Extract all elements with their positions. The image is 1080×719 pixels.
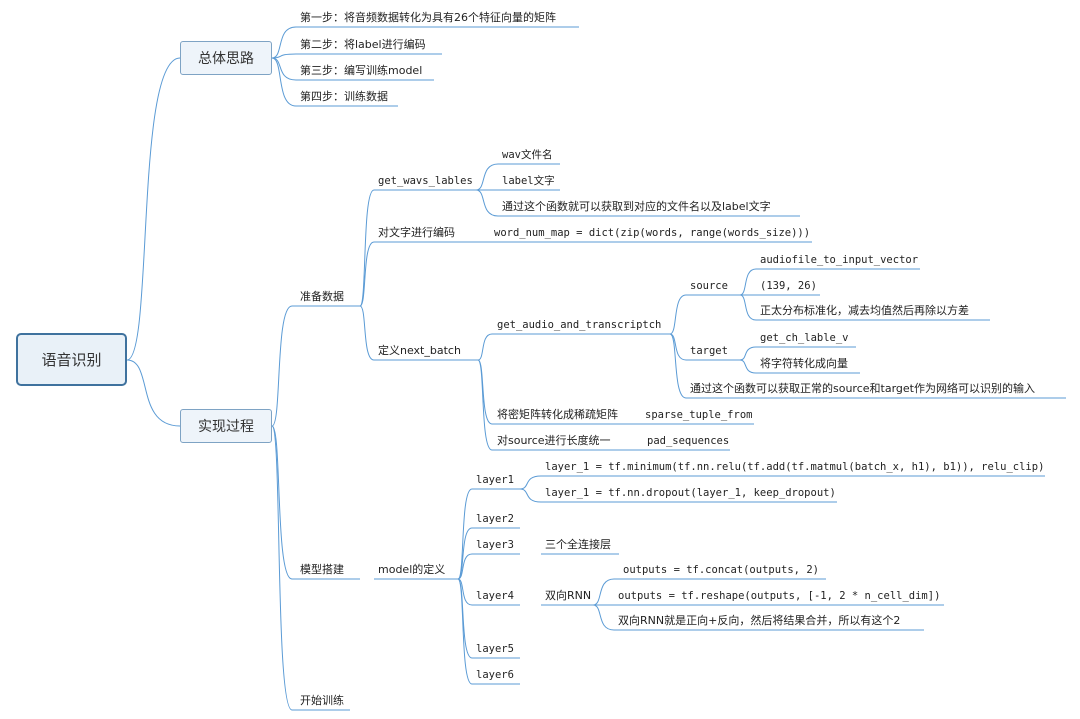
leaf-layer1-dropout[interactable]: layer_1 = tf.nn.dropout(layer_1, keep_dr… [545,487,836,499]
node-encode-text[interactable]: 对文字进行编码 [378,226,455,239]
node-layer3[interactable]: layer3 [476,539,514,551]
step1-edge [271,26,297,59]
leaf-get-ch-lable[interactable]: get_ch_lable_v [760,332,849,344]
node-layer4[interactable]: layer4 [476,590,514,602]
leaf-outputs-reshape[interactable]: outputs = tf.reshape(outputs, [-1, 2 * n… [618,590,941,602]
step-4[interactable]: 第四步：训练数据 [300,90,388,103]
leaf-char-to-vector[interactable]: 将字符转化成向量 [760,357,848,370]
getaudio-edge [477,333,493,361]
char2vec-edge [739,359,757,374]
leaf-wav-filename[interactable]: wav文件名 [502,149,553,161]
node-get-wavs-lables[interactable]: get_wavs_lables [378,175,473,187]
leaf-get-wavs-note[interactable]: 通过这个函数就可以获取到对应的文件名以及label文字 [502,200,771,213]
node-bidirectional-rnn[interactable]: 双向RNN [545,589,592,602]
leaf-audiofile-vector[interactable]: audiofile_to_input_vector [760,254,919,266]
edge-root-overview [126,57,181,361]
leaf-layer1-relu[interactable]: layer_1 = tf.minimum(tf.nn.relu(tf.add(t… [545,461,1045,473]
layer1-edge [457,488,473,580]
encode-edge [359,241,375,307]
rnnnote-edge [592,604,615,631]
prepare-edge [271,305,293,427]
root-topic[interactable]: 语音识别 [16,333,127,386]
node-layer5[interactable]: layer5 [476,643,514,655]
getwavs-edge [359,189,375,307]
leaf-outputs-concat[interactable]: outputs = tf.concat(outputs, 2) [623,564,819,576]
concat-edge [592,578,615,606]
leaf-pad-sequences[interactable]: pad_sequences [647,435,730,447]
node-next-batch[interactable]: 定义next_batch [378,344,461,357]
l1drop-edge [519,488,542,503]
node-model-def[interactable]: model的定义 [378,563,446,576]
node-layer2[interactable]: layer2 [476,513,514,525]
leaf-normalize-note[interactable]: 正太分布标准化，减去均值然后再除以方差 [760,304,969,317]
sparse-edge [477,359,493,425]
getch-edge [739,346,757,361]
audiofile-edge [739,268,757,296]
node-layer6[interactable]: layer6 [476,669,514,681]
node-model-build[interactable]: 模型搭建 [300,563,344,576]
gwnote-edge [475,189,499,217]
node-start-training[interactable]: 开始训练 [300,694,344,707]
node-pad[interactable]: 对source进行长度统一 [497,434,611,447]
step-3[interactable]: 第三步：编写训练model [300,64,423,77]
layer2-edge [457,527,473,580]
step3-edge [271,57,297,81]
topic-implementation[interactable]: 实现过程 [180,409,272,443]
layer3-edge [457,553,473,580]
node-source[interactable]: source [690,280,728,292]
step-1[interactable]: 第一步：将音频数据转化为具有26个特征向量的矩阵 [300,11,556,24]
nextbatch-edge [359,305,375,361]
layer5-edge [457,578,473,659]
wavname-edge [475,163,499,191]
node-get-audio[interactable]: get_audio_and_transcriptch [497,319,662,331]
edge-root-impl [126,359,181,427]
ganote-edge [669,333,687,399]
normalize-edge [739,294,757,321]
step-2[interactable]: 第二步：将label进行编码 [300,38,426,51]
leaf-sparse-tuple-from[interactable]: sparse_tuple_from [645,409,753,421]
leaf-three-fc-layers[interactable]: 三个全连接层 [545,538,611,551]
train-edge [271,425,293,711]
step4-edge [271,57,297,107]
source-edge [669,294,687,335]
model-edge [271,425,293,580]
leaf-label-text[interactable]: label文字 [502,175,555,187]
leaf-word-num-map[interactable]: word_num_map = dict(zip(words, range(wor… [494,227,811,239]
node-layer1[interactable]: layer1 [476,474,514,486]
leaf-shape[interactable]: (139, 26) [760,280,817,292]
node-prepare-data[interactable]: 准备数据 [300,290,344,303]
l1relu-edge [519,475,542,490]
layer6-edge [457,578,473,685]
topic-overview[interactable]: 总体思路 [180,41,272,75]
node-target[interactable]: target [690,345,728,357]
leaf-rnn-note[interactable]: 双向RNN就是正向+反向，然后将结果合并，所以有这个2 [618,614,901,627]
pad-edge [477,359,493,451]
node-sparse[interactable]: 将密矩阵转化成稀疏矩阵 [497,408,618,421]
leaf-get-audio-note[interactable]: 通过这个函数可以获取正常的source和target作为网络可以识别的输入 [690,382,1035,395]
